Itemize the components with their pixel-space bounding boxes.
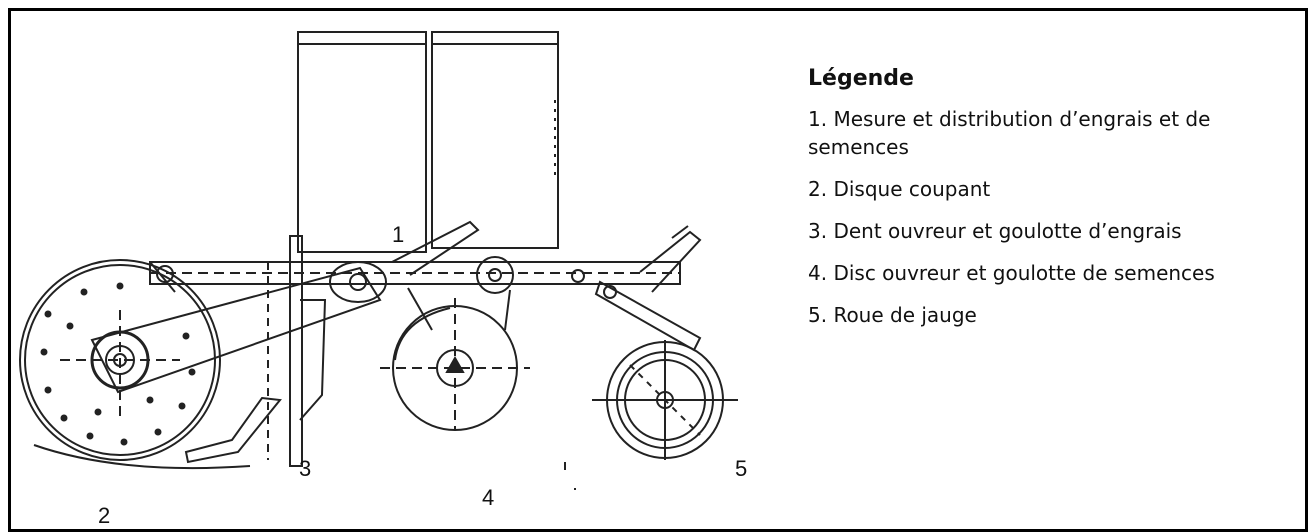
legend-item-5: 5. Roue de jauge bbox=[808, 303, 977, 327]
legend-title: Légende bbox=[808, 66, 914, 91]
hopper-left bbox=[297, 31, 427, 253]
callout-5: 5 bbox=[735, 456, 748, 481]
callout-4: 4 bbox=[482, 485, 495, 510]
seeder-drawing bbox=[19, 31, 738, 490]
callout-3: 3 bbox=[299, 456, 312, 481]
seed-disc-opener bbox=[380, 256, 530, 431]
hopper-right bbox=[431, 31, 559, 249]
legend: Légende 1. Mesure et distribution d’engr… bbox=[808, 66, 1288, 343]
legend-item-4: 4. Disc ouvreur et goulotte de semences bbox=[808, 261, 1215, 285]
callout-2: 2 bbox=[98, 503, 111, 528]
legend-item-1: 1. Mesure et distribution d’engrais et d… bbox=[808, 107, 1211, 159]
legend-item-2: 2. Disque coupant bbox=[808, 177, 991, 201]
legend-item-3: 3. Dent ouvreur et goulotte d’engrais bbox=[808, 219, 1182, 243]
drive-chain bbox=[90, 266, 382, 394]
cutting-disc bbox=[19, 259, 221, 461]
callout-1: 1 bbox=[392, 222, 405, 247]
figure-frame bbox=[8, 8, 1308, 532]
gauge-wheel bbox=[571, 225, 738, 460]
tine-opener bbox=[184, 235, 327, 467]
